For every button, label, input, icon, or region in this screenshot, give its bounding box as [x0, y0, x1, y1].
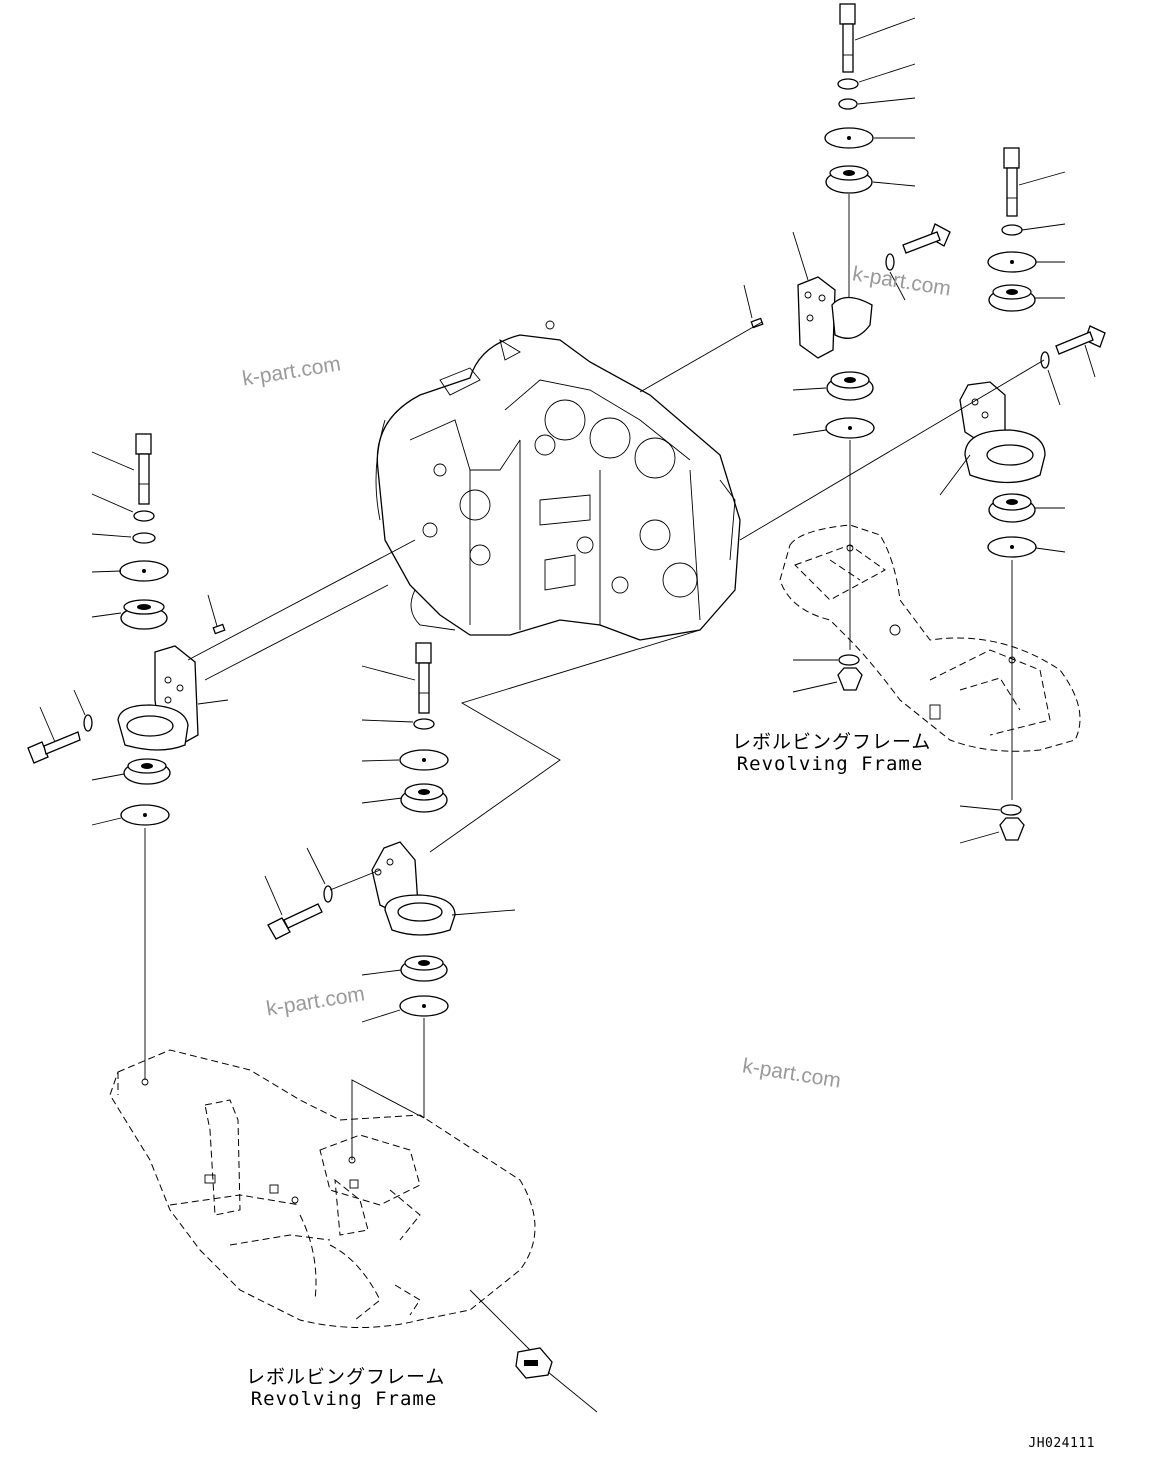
mount-axis-lines — [187, 321, 1045, 891]
right-mount-stack — [939, 147, 1106, 844]
center-mount-stack — [264, 642, 516, 1160]
revolving-frame-bottom — [109, 1049, 598, 1413]
revolving-frame-right-label: レボルビングフレーム Revolving Frame — [732, 731, 932, 775]
revolving-frame-bottom-label: レボルビングフレーム Revolving Frame — [246, 1366, 446, 1410]
revolving-frame-bottom-label-ja: レボルビングフレーム — [246, 1366, 446, 1388]
drawing-code: JH024111 — [1028, 1436, 1095, 1451]
revolving-frame-right-label-ja: レボルビングフレーム — [732, 731, 932, 753]
revolving-frame-right-label-en: Revolving Frame — [736, 753, 924, 775]
revolving-frame-bottom-label-en: Revolving Frame — [250, 1388, 438, 1410]
upper-right-mount-stack — [743, 3, 951, 693]
revolving-frame-right — [779, 524, 1081, 752]
left-mount-stack — [27, 433, 229, 1086]
engine-block — [375, 320, 741, 641]
